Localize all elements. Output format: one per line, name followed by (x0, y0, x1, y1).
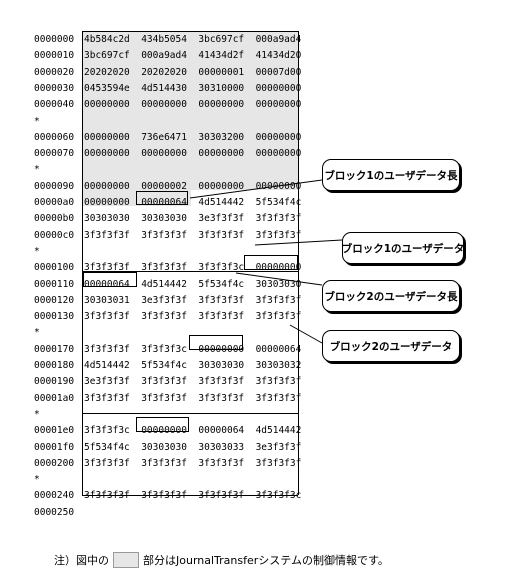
repeat-marker: * (34, 245, 40, 257)
dump-address: 00001f0 (34, 441, 75, 453)
dump-row-data: 5f534f4c 30303030 30303033 3e3f3f3f (84, 441, 302, 453)
callout-block2-length: ブロック2のユーザデータ長 (322, 280, 460, 312)
dump-address: 00000b0 (34, 213, 75, 225)
dump-address: 0000180 (34, 360, 75, 371)
repeat-marker: * (34, 408, 40, 420)
footnote-prefix: 注）図中の (54, 554, 109, 567)
dump-row-data: 30303030 30303030 3e3f3f3f 3f3f3f3f (84, 213, 302, 225)
footnote-suffix: 部分はJournalTransferシステムの制御情報です。 (143, 554, 389, 567)
dump-address: 0000020 (34, 66, 75, 78)
dump-row-data: 3f3f3f3f 3f3f3f3f 3f3f3f3f 3f3f3f3f (84, 229, 302, 241)
dump-left-border (82, 31, 83, 495)
dump-row-data: 20202020 20202020 00000001 00007d00 (84, 66, 302, 78)
callout-block1-data: ブロック1のユーザデータ (342, 232, 464, 264)
dump-address: 0000130 (34, 311, 75, 323)
dump-row-data: 3f3f3f3f 3f3f3f3f 3f3f3f3f 3f3f3f3f (84, 457, 302, 469)
dump-row-data: 00000000 00000000 00000000 00000000 (84, 99, 302, 111)
dump-address: 00001e0 (34, 425, 75, 437)
dump-row-data: 3f3f3f3f 3f3f3f3f 3f3f3f3f 3f3f3f3f (84, 392, 302, 404)
dump-address: 0000010 (34, 50, 75, 62)
dump-row-data: 3f3f3f3c 00000000 00000064 4d514442 (84, 425, 302, 437)
block2-length-box-a (244, 255, 298, 270)
dump-row-data: 3f3f3f3f 3f3f3f3f 3f3f3f3c 00000000 (84, 262, 302, 274)
block4-length-box (136, 417, 189, 432)
dump-address: 0000000 (34, 34, 75, 45)
dump-row-data: 4d514442 5f534f4c 30303030 30303032 (84, 360, 302, 371)
shade-legend-swatch (113, 552, 139, 568)
dump-row-data: 30303031 3e3f3f3f 3f3f3f3f 3f3f3f3f (84, 294, 302, 306)
callout-block1-length: ブロック1のユーザデータ長 (322, 159, 460, 191)
dump-address: 0000110 (34, 278, 75, 290)
dump-row-data: 3f3f3f3f 3f3f3f3f 3f3f3f3f 3f3f3f3f (84, 311, 302, 323)
block1-end-divider (82, 271, 298, 272)
block3-length-box-a (189, 335, 243, 350)
dump-address: 00001a0 (34, 392, 75, 404)
repeat-marker: * (34, 327, 40, 339)
dump-address: 0000090 (34, 180, 75, 192)
dump-address: 00000a0 (34, 197, 75, 208)
footnote: 注）図中の 部分はJournalTransferシステムの制御情報です。 (54, 552, 389, 568)
dump-address: 0000170 (34, 343, 75, 355)
dump-row-data: 3bc697cf 000a9ad4 41434d2f 41434d20 (84, 50, 302, 62)
dump-top-border (82, 31, 298, 32)
dump-address: 0000040 (34, 99, 75, 111)
repeat-marker: * (34, 115, 40, 127)
dump-address: 0000070 (34, 148, 75, 160)
repeat-marker: * (34, 164, 40, 176)
dump-bottom-border (82, 495, 298, 496)
control-info-shade-block1-length (83, 190, 191, 206)
dump-address: 0000200 (34, 457, 75, 469)
dump-row-data: 4b584c2d 434b5054 3bc697cf 000a9ad4 (84, 34, 302, 45)
dump-address: 0000060 (34, 131, 75, 143)
dump-address: 0000190 (34, 376, 75, 388)
dump-row-data: 00000000 00000000 00000000 00000000 (84, 148, 302, 160)
dump-row-data: 00000000 00000064 4d514442 5f534f4c (84, 197, 302, 208)
dump-address: 00000c0 (34, 229, 75, 241)
dump-address: 0000240 (34, 490, 75, 502)
dump-address: 0000120 (34, 294, 75, 306)
repeat-marker: * (34, 474, 40, 486)
block2-length-box-b (83, 272, 137, 287)
dump-address: 0000250 (34, 506, 75, 518)
dump-address: 0000030 (34, 82, 75, 94)
dump-row-data: 00000000 736e6471 30303200 00000000 (84, 131, 302, 143)
dump-right-border (298, 31, 299, 495)
block2-end-divider (82, 413, 298, 414)
dump-row-data: 0453594e 4d514430 30310000 00000000 (84, 82, 302, 94)
block1-length-box (136, 191, 188, 205)
dump-address: 0000100 (34, 262, 75, 274)
callout-block2-data: ブロック2のユーザデータ (322, 330, 460, 362)
dump-row-data: 3e3f3f3f 3f3f3f3f 3f3f3f3f 3f3f3f3f (84, 376, 302, 388)
control-info-shade-header (83, 32, 298, 190)
dump-row-data: 00000064 4d514442 5f534f4c 30303030 (84, 278, 302, 290)
